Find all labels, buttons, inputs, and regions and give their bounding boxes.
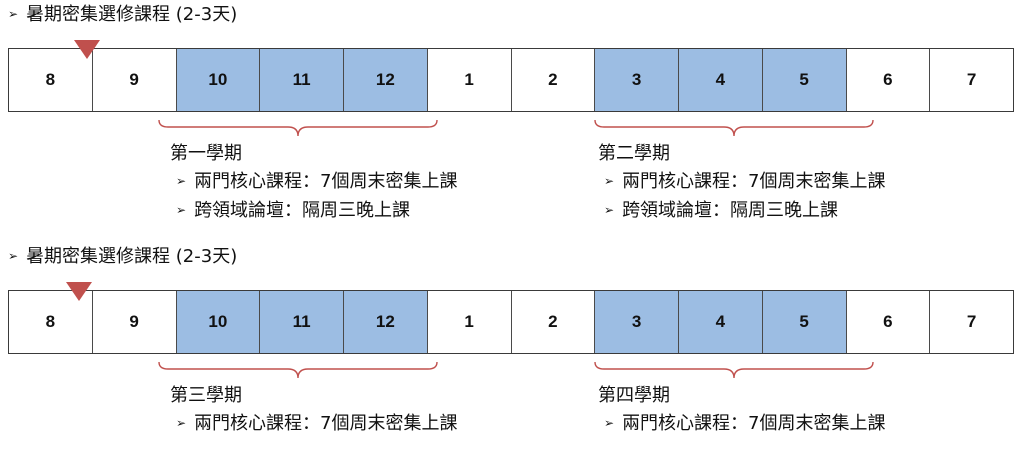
- semester-note-1: 第一學期 ➢兩門核心課程：7個周末密集上課 ➢跨領域論壇：隔周三晚上課: [170, 140, 458, 226]
- arrow-bullet-icon: ➢: [8, 7, 19, 21]
- semester-brace-3: [158, 361, 438, 379]
- month-cell-semester: 12: [344, 291, 428, 353]
- month-cell-semester: 4: [679, 291, 763, 353]
- arrow-bullet-icon: ➢: [604, 174, 615, 188]
- timeline-block-2: ➢ 暑期密集選修課程 (2-3天) 8 9 10 11 12 1 2 3 4 5 …: [0, 242, 1024, 474]
- semester-title: 第二學期: [598, 143, 670, 164]
- month-cell-semester: 11: [260, 49, 344, 111]
- semester-item: ➢兩門核心課程：7個周末密集上課: [170, 168, 458, 197]
- arrow-bullet-icon: ➢: [604, 416, 615, 430]
- month-cell-semester: 11: [260, 291, 344, 353]
- month-cell-semester: 3: [595, 291, 679, 353]
- semester-note-2: 第二學期 ➢兩門核心課程：7個周末密集上課 ➢跨領域論壇：隔周三晚上課: [598, 140, 886, 226]
- arrow-bullet-icon: ➢: [176, 416, 187, 430]
- month-cell: 8: [9, 49, 93, 111]
- month-cell-semester: 12: [344, 49, 428, 111]
- arrow-bullet-icon: ➢: [176, 203, 187, 217]
- month-cell-semester: 5: [762, 291, 847, 353]
- month-cell: 7: [930, 291, 1013, 353]
- month-timeline: 8 9 10 11 12 1 2 3 4 5 6 7: [8, 290, 1014, 354]
- month-cell: 8: [9, 291, 93, 353]
- month-cell: 6: [846, 291, 931, 353]
- semester-title: 第三學期: [170, 385, 242, 406]
- month-cell: 1: [427, 291, 512, 353]
- month-cell: 2: [511, 49, 596, 111]
- semester-title: 第一學期: [170, 143, 242, 164]
- month-cell: 1: [427, 49, 512, 111]
- arrow-bullet-icon: ➢: [604, 203, 615, 217]
- month-timeline: 8 9 10 11 12 1 2 3 4 5 6 7: [8, 48, 1014, 112]
- semester-note-4: 第四學期 ➢兩門核心課程：7個周末密集上課: [598, 382, 886, 439]
- current-marker-icon: [66, 282, 92, 301]
- semester-brace-4: [594, 361, 874, 379]
- summer-heading-text: 暑期密集選修課程 (2-3天): [26, 4, 238, 25]
- month-cell: 9: [92, 49, 177, 111]
- semester-brace-2: [594, 119, 874, 137]
- semester-item: ➢兩門核心課程：7個周末密集上課: [598, 410, 886, 439]
- semester-item: ➢跨領域論壇：隔周三晚上課: [170, 197, 458, 226]
- month-cell-semester: 10: [176, 291, 261, 353]
- month-cell: 9: [92, 291, 177, 353]
- month-cell: 7: [930, 49, 1013, 111]
- arrow-bullet-icon: ➢: [8, 249, 19, 263]
- semester-note-3: 第三學期 ➢兩門核心課程：7個周末密集上課: [170, 382, 458, 439]
- month-cell-semester: 10: [176, 49, 261, 111]
- timeline-block-1: ➢ 暑期密集選修課程 (2-3天) 8 9 10 11 12 1 2 3 4 5 …: [0, 0, 1024, 232]
- month-cell: 6: [846, 49, 931, 111]
- summer-heading-text: 暑期密集選修課程 (2-3天): [26, 246, 238, 267]
- summer-heading: ➢ 暑期密集選修課程 (2-3天): [8, 3, 237, 28]
- summer-heading: ➢ 暑期密集選修課程 (2-3天): [8, 245, 237, 270]
- month-cell-semester: 4: [679, 49, 763, 111]
- month-cell-semester: 3: [595, 49, 679, 111]
- semester-item: ➢跨領域論壇：隔周三晚上課: [598, 197, 886, 226]
- semester-item: ➢兩門核心課程：7個周末密集上課: [170, 410, 458, 439]
- month-cell: 2: [511, 291, 596, 353]
- semester-item: ➢兩門核心課程：7個周末密集上課: [598, 168, 886, 197]
- arrow-bullet-icon: ➢: [176, 174, 187, 188]
- semester-title: 第四學期: [598, 385, 670, 406]
- semester-brace-1: [158, 119, 438, 137]
- current-marker-icon: [74, 40, 100, 59]
- month-cell-semester: 5: [762, 49, 847, 111]
